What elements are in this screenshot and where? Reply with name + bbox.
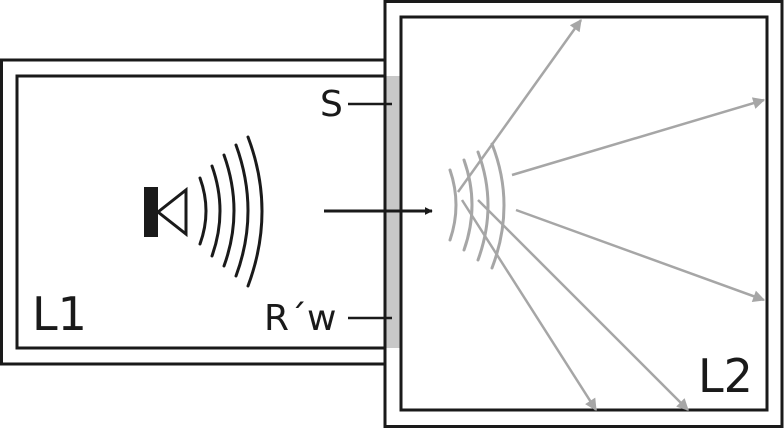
emitted-sound-waves bbox=[198, 135, 264, 288]
label-rw: R´w bbox=[264, 298, 336, 339]
sound-ray-down-right bbox=[477, 199, 689, 411]
label-leaders bbox=[348, 102, 392, 320]
label-s: S bbox=[320, 84, 343, 125]
label-l1: L1 bbox=[32, 287, 87, 341]
sound-ray-lower-right bbox=[515, 208, 766, 302]
sound-ray-up bbox=[456, 19, 583, 193]
label-l2: L2 bbox=[698, 349, 753, 403]
radiated-sound-waves bbox=[448, 142, 506, 270]
sound-ray-down bbox=[460, 199, 598, 412]
loudspeaker-icon bbox=[144, 186, 188, 238]
radiated-sound-rays bbox=[456, 19, 766, 412]
sound-ray-upper-right bbox=[511, 97, 766, 177]
source-room bbox=[0, 58, 385, 366]
